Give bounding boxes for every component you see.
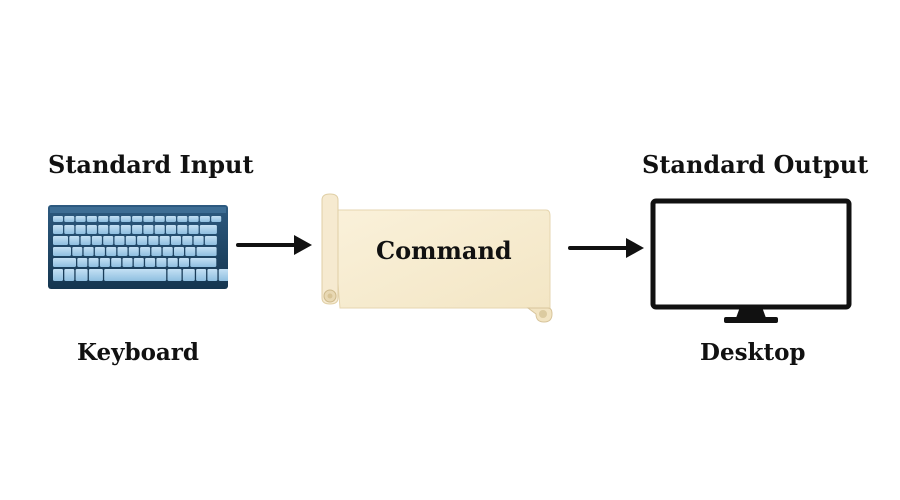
keyboard-key	[64, 216, 75, 222]
monitor-icon	[650, 198, 852, 323]
keyboard-key	[53, 258, 76, 267]
keyboard-key	[188, 216, 199, 222]
keyboard-key	[145, 258, 156, 267]
command-label: Command	[376, 236, 512, 265]
keyboard-key	[75, 225, 86, 234]
keyboard-key	[53, 269, 63, 281]
keyboard-key	[75, 216, 86, 222]
keyboard-key	[98, 225, 109, 234]
keyboard-key	[117, 247, 128, 256]
keyboard-key	[53, 236, 68, 245]
keyboard-key	[132, 225, 143, 234]
keyboard-key	[94, 247, 105, 256]
keyboard-key	[99, 258, 110, 267]
arrow-right-icon	[568, 238, 644, 258]
keyboard-key	[104, 269, 167, 281]
keyboard-key	[132, 216, 143, 222]
keyboard-key	[148, 236, 159, 245]
keyboard-key	[199, 216, 210, 222]
keyboard-key	[120, 216, 131, 222]
keyboard-key	[53, 216, 63, 222]
keyboard-key	[106, 247, 117, 256]
keyboard-key	[103, 236, 114, 245]
keyboard-key	[177, 225, 188, 234]
keyboard-key	[159, 236, 170, 245]
keyboard-key	[204, 236, 217, 245]
keyboard-key	[177, 216, 188, 222]
keyboard-key	[196, 269, 207, 281]
keyboard-key	[64, 225, 75, 234]
keyboard-key	[188, 225, 199, 234]
scroll-icon	[321, 193, 553, 323]
keyboard-key	[109, 216, 120, 222]
keyboard-key	[75, 269, 88, 281]
keyboard-key	[196, 247, 217, 256]
keyboard-key	[122, 258, 133, 267]
keyboard-key	[137, 236, 148, 245]
keyboard-key	[190, 258, 217, 267]
keyboard-key	[111, 258, 122, 267]
arrow-right-icon	[236, 235, 312, 255]
keyboard-key	[211, 216, 222, 222]
keyboard-key	[185, 247, 196, 256]
keyboard-key	[72, 247, 83, 256]
keyboard-key	[171, 236, 181, 245]
keyboard-key	[166, 216, 176, 222]
keyboard-key	[128, 247, 139, 256]
keyboard-key	[114, 236, 125, 245]
keyboard-key	[167, 269, 182, 281]
keyboard-key	[125, 236, 136, 245]
keyboard-key	[218, 269, 228, 281]
keyboard-key	[182, 269, 195, 281]
keyboard-key	[91, 236, 102, 245]
keyboard-key	[143, 216, 154, 222]
keyboard-key	[193, 236, 204, 245]
keyboard-key	[154, 216, 165, 222]
keyboard-key	[86, 216, 97, 222]
keyboard-key	[53, 247, 71, 256]
keyboard-key	[151, 247, 162, 256]
keyboard-key	[77, 258, 88, 267]
keyboard-key	[109, 225, 120, 234]
keyboard-key	[140, 247, 151, 256]
keyboard-key	[182, 236, 193, 245]
keyboard-key	[86, 225, 97, 234]
keyboard-key	[162, 247, 173, 256]
output-title: Standard Output	[642, 150, 869, 179]
keyboard-key	[154, 225, 165, 234]
keyboard-key	[88, 258, 99, 267]
keyboard-key	[143, 225, 154, 234]
keyboard-key	[166, 225, 176, 234]
keyboard-key	[80, 236, 91, 245]
keyboard-key	[69, 236, 80, 245]
keyboard-key	[120, 225, 131, 234]
keyboard-key	[88, 269, 103, 281]
desktop-label: Desktop	[700, 339, 806, 366]
keyboard-key	[98, 216, 109, 222]
keyboard-label: Keyboard	[77, 339, 200, 366]
keyboard-key	[167, 258, 178, 267]
keyboard-key	[174, 247, 184, 256]
keyboard-key	[83, 247, 94, 256]
keyboard-key	[156, 258, 167, 267]
keyboard-key	[179, 258, 189, 267]
keyboard-key	[53, 225, 63, 234]
keyboard-key	[207, 269, 218, 281]
keyboard-icon	[48, 205, 228, 289]
keyboard-key	[199, 225, 217, 234]
input-title: Standard Input	[48, 150, 254, 179]
keyboard-key	[133, 258, 144, 267]
keyboard-key	[64, 269, 75, 281]
